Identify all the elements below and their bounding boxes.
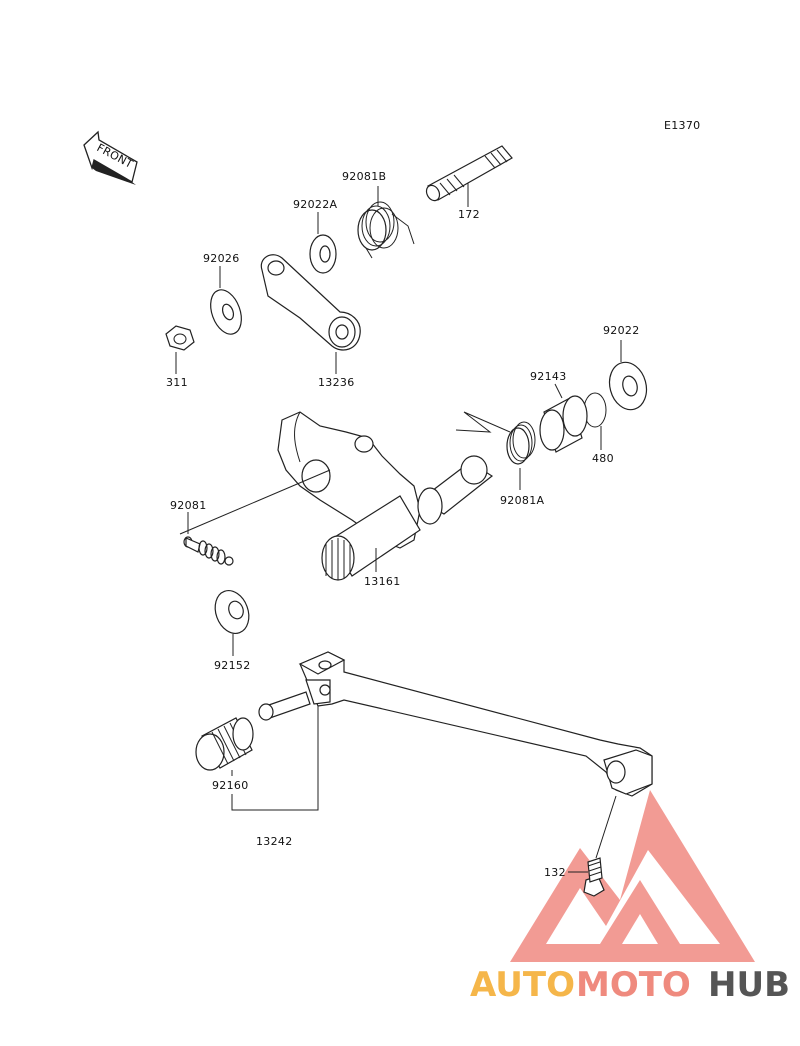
label-92081B: 92081B: [342, 170, 386, 183]
label-92081A: 92081A: [500, 494, 544, 507]
part-311-nut: [165, 325, 195, 351]
watermark-moto: MOTO: [576, 965, 691, 1005]
watermark-text: AUTO MOTO HUB: [470, 965, 790, 1005]
part-92081B-spring: [357, 201, 415, 259]
part-172-shaft: [425, 145, 513, 202]
part-92022A-washer: [309, 234, 337, 274]
watermark-auto: AUTO: [470, 965, 575, 1005]
part-92143-collar: [539, 395, 588, 453]
part-92022-washer: [608, 361, 648, 411]
diagram-code: E1370: [664, 119, 700, 132]
label-13161: 13161: [364, 575, 401, 588]
label-311: 311: [166, 376, 188, 389]
label-92160: 92160: [212, 779, 249, 792]
part-13161-shift-shaft: [179, 411, 494, 581]
part-92026-washer: [210, 289, 242, 335]
part-92081A-spring: [455, 411, 536, 465]
part-pedal-peg: [258, 691, 311, 721]
label-480: 480: [592, 452, 614, 465]
part-92081-spring: [183, 536, 234, 566]
label-132: 132: [544, 866, 566, 879]
label-13236: 13236: [318, 376, 355, 389]
label-92022: 92022: [603, 324, 640, 337]
label-172: 172: [458, 208, 480, 221]
part-92152-washer: [214, 590, 250, 634]
label-13242: 13242: [256, 835, 293, 848]
part-480-circlip: [583, 392, 607, 428]
label-92152: 92152: [214, 659, 251, 672]
label-92081: 92081: [170, 499, 207, 512]
front-arrow-icon: FRONT: [83, 130, 138, 185]
label-92022A: 92022A: [293, 198, 337, 211]
part-132-bolt: [583, 857, 605, 897]
watermark-logo: [510, 790, 755, 962]
part-13242-pedal: [298, 651, 653, 797]
part-13236-lever: [260, 254, 361, 351]
label-92026: 92026: [203, 252, 240, 265]
label-92143: 92143: [530, 370, 567, 383]
watermark-hub: HUB: [708, 965, 790, 1005]
part-92160-rubber: [195, 717, 254, 771]
